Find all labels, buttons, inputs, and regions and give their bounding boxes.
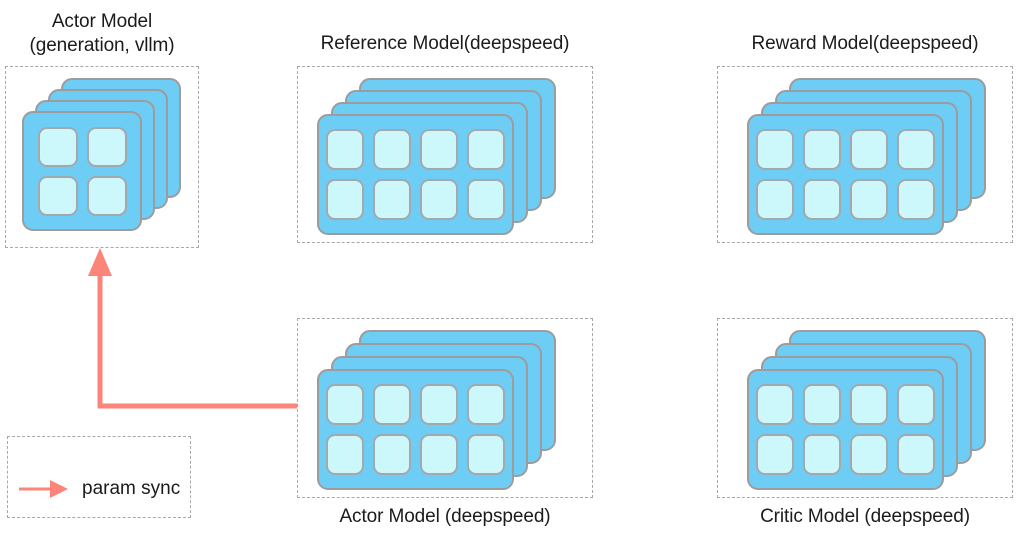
card-cell [86,126,127,167]
group-label-reward-model: Reward Model(deepspeed) [751,33,979,54]
card-cell [803,129,841,170]
card-stack-reward-model [717,66,1013,243]
card-cell [850,179,888,220]
group-label-critic-model: Critic Model (deepspeed) [760,506,970,527]
card-cell [37,126,78,167]
card-cell [420,434,458,475]
group-label-actor-vllm: Actor Model (generation, vllm) [29,11,175,56]
card-cell [803,384,841,425]
group-boundary-reference-model [297,66,593,243]
group-boundary-reward-model [717,66,1013,243]
card-layer-1[interactable] [317,114,514,235]
card-cell [756,179,794,220]
arrow-right-icon [19,480,68,498]
card-cell [897,179,935,220]
param-sync-arrowhead-icon [88,248,112,276]
card-cell [756,384,794,425]
param-sync-arrow-line [97,264,297,409]
card-stack-actor-deepspeed [297,318,593,498]
card-cell [467,384,505,425]
card-cell [756,129,794,170]
card-cell [420,179,458,220]
card-cell [326,179,364,220]
card-layer-1[interactable] [747,114,944,235]
card-cell [467,179,505,220]
legend-item-param-sync: param sync [18,478,180,500]
card-cell [373,129,411,170]
legend-boundary [7,436,191,518]
card-cell [420,384,458,425]
card-cell [897,384,935,425]
card-cell [850,384,888,425]
card-cell [326,434,364,475]
card-cell [803,434,841,475]
card-cell [850,434,888,475]
card-cell [897,434,935,475]
group-boundary-actor-deepspeed [297,318,593,498]
card-cell [850,129,888,170]
card-cell [326,384,364,425]
card-cell [373,179,411,220]
card-cell [373,434,411,475]
card-cell [326,129,364,170]
card-layer-1[interactable] [22,111,142,231]
group-boundary-critic-model [717,318,1013,498]
card-cell [897,129,935,170]
card-cell [373,384,411,425]
card-layer-1[interactable] [747,369,944,490]
card-stack-reference-model [297,66,593,243]
card-cell [467,434,505,475]
card-cell [803,179,841,220]
card-cell [756,434,794,475]
card-cell [420,129,458,170]
group-label-actor-deepspeed: Actor Model (deepspeed) [339,506,551,527]
group-boundary-actor-vllm [5,66,199,248]
group-label-reference-model: Reference Model(deepspeed) [320,33,570,54]
card-cell [37,175,78,216]
legend-label-param-sync: param sync [82,478,181,499]
card-stack-actor-vllm [5,66,199,248]
card-layer-1[interactable] [317,369,514,490]
card-cell [86,175,127,216]
card-cell [467,129,505,170]
card-stack-critic-model [717,318,1013,498]
